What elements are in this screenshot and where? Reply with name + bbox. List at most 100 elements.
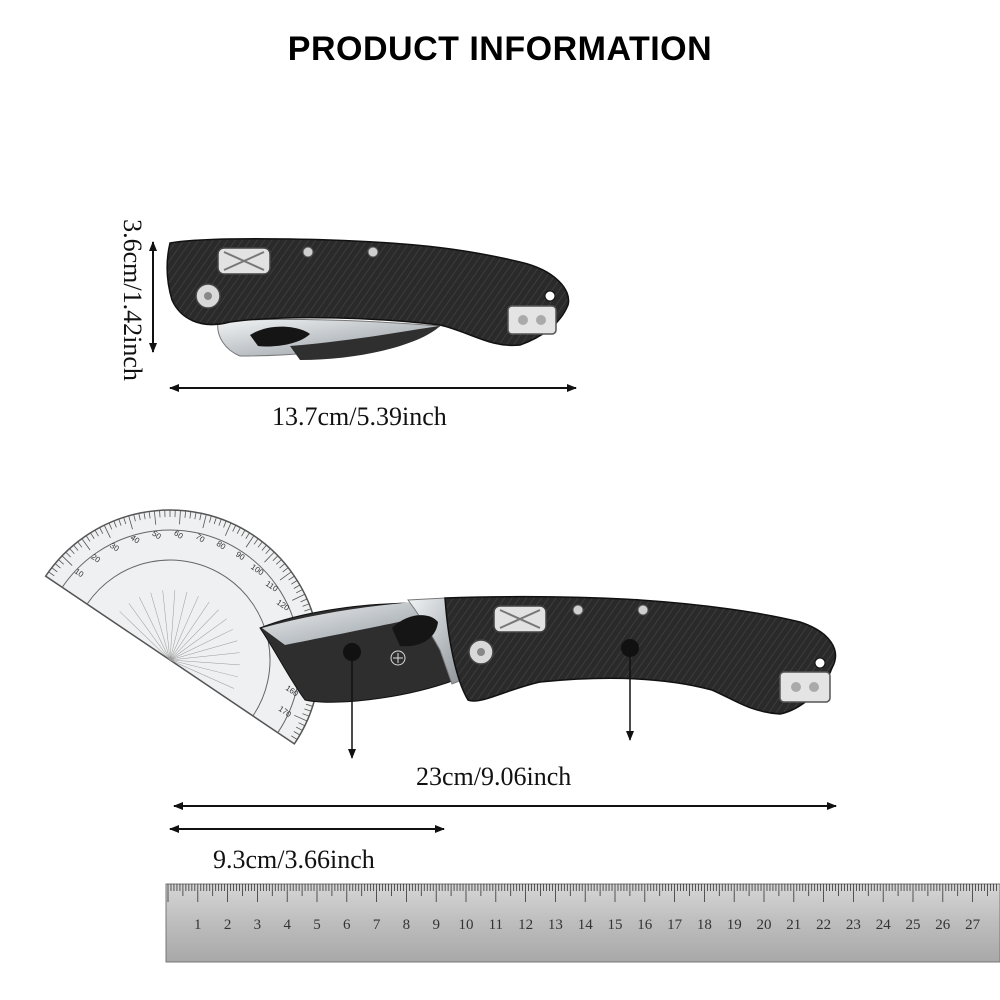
protractor-ray [128,603,171,661]
protractor-ray [169,618,227,661]
protractor-tick [58,559,64,565]
protractor-tick [288,575,295,581]
protractor-tick [282,567,289,573]
protractor-tick [108,522,113,530]
protractor-tick [300,598,308,603]
ruler-number: 27 [965,917,981,933]
protractor-tick [164,510,166,518]
protractor-tick [279,571,292,581]
ruler-number: 5 [313,917,321,933]
protractor-ray [169,595,199,661]
ruler-number: 23 [846,917,861,933]
ruler-number: 16 [637,917,653,933]
protractor-tick [45,575,58,585]
protractor-tick [224,522,232,536]
protractor-tick [298,722,305,727]
protractor-ray [169,640,238,661]
protractor-tick [276,559,282,565]
protractor-tick [51,567,58,573]
protractor-tick [305,703,313,707]
protractor-tick [282,735,295,745]
protractor-ray [169,609,219,661]
protractor-tick [236,527,241,534]
protractor-tick [302,713,310,717]
protractor-tick [123,517,127,525]
protractor-tick [85,535,91,542]
protractor-tick [54,563,61,569]
protractor-tick [94,529,99,537]
protractor-tick [279,563,286,569]
protractor-tick [90,532,95,539]
protractor-ray [119,611,171,661]
protractor-ray [169,659,235,689]
closed-knife [166,238,570,360]
blade-length-label: 9.3cm/3.66inch [213,845,375,874]
protractor-tick [69,548,75,554]
ruler-number: 19 [727,917,742,933]
protractor-ray [169,592,188,661]
protractor-tick [304,708,312,712]
protractor-tick [143,512,146,520]
protractor-tick [291,580,298,585]
ruler-number: 8 [403,917,411,933]
ruler-number: 22 [816,917,831,933]
protractor-tick [294,714,308,722]
ruler-number: 7 [373,917,381,933]
ruler-number: 9 [432,917,440,933]
ruler-number: 11 [489,917,503,933]
protractor-tick [133,514,136,522]
ruler-number: 18 [697,917,712,933]
protractor-ray [162,590,171,661]
protractor-tick [148,511,151,519]
protractor-tick [296,726,303,731]
protractor-tick [199,513,202,521]
protractor-ray [169,659,240,666]
protractor: 1020304050607080901001101201301401501601… [44,509,321,745]
page-title: PRODUCT INFORMATION [287,30,713,68]
protractor-tick [245,535,255,548]
protractor-tick [292,593,305,601]
protractor-tick [209,515,212,523]
protractor-tick [218,518,222,526]
ruler-number: 25 [906,917,921,933]
protractor-tick [118,518,122,526]
protractor-tick [153,510,157,525]
protractor-tick [302,603,310,607]
protractor-tick [293,731,301,736]
protractor-tick [65,551,71,558]
ruler-number: 15 [608,917,623,933]
protractor-tick [261,544,267,551]
protractor-tick [189,511,192,519]
protractor-ray [169,601,210,661]
protractor-ray [169,652,240,661]
protractor-tick [304,608,312,612]
protractor-tick [138,513,141,521]
protractor-tick [293,584,301,589]
protractor-tick [48,571,55,577]
protractor-tick [232,525,237,532]
ruler-number: 3 [254,917,262,933]
protractor-tick [159,510,161,518]
protractor-tick [184,510,187,518]
closed-length-label: 13.7cm/5.39inch [272,402,447,431]
protractor-tick [103,525,111,538]
ruler-number: 24 [876,917,892,933]
ruler-number: 10 [459,917,474,933]
protractor-tick [291,735,298,740]
protractor-tick [265,548,271,554]
protractor-tick [241,529,246,537]
ruler-number: 2 [224,917,232,933]
protractor-tick [202,514,207,529]
protractor-tick [174,510,176,518]
protractor-tick [257,541,263,548]
protractor-tick [61,555,73,566]
protractor-tick [113,520,117,528]
ruler-number: 17 [667,917,683,933]
ruler-number: 1 [194,917,202,933]
ruler-number: 4 [283,917,291,933]
protractor-tick [128,515,133,530]
ruler-number: 13 [548,917,563,933]
ruler-number: 12 [518,917,533,933]
